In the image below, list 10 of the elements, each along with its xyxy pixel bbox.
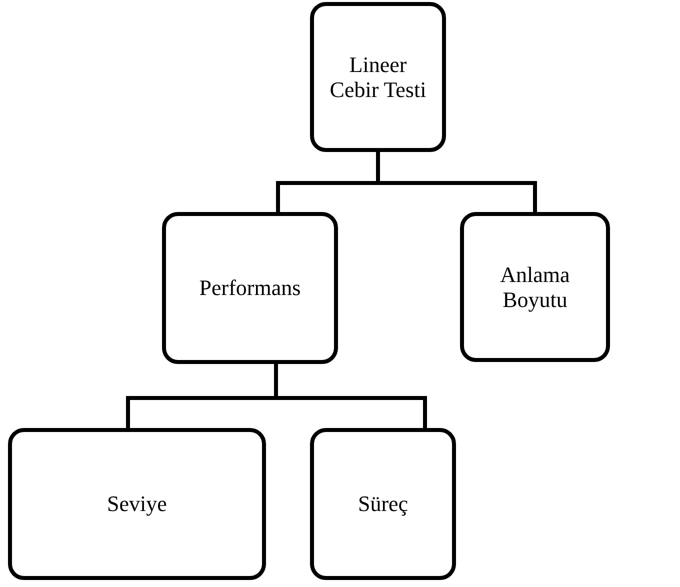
box-label: Seviye [107,491,167,517]
rounded-box [310,428,456,580]
rounded-box [8,428,266,580]
box-label: Anlama Boyutu [499,262,571,312]
rounded-box [162,212,338,364]
rounded-box [460,212,610,362]
box-label: Lineer Cebir Testi [328,52,428,102]
box-label: Performans [199,275,301,301]
rounded-box [310,2,446,152]
box-label: Süreç [358,491,408,517]
